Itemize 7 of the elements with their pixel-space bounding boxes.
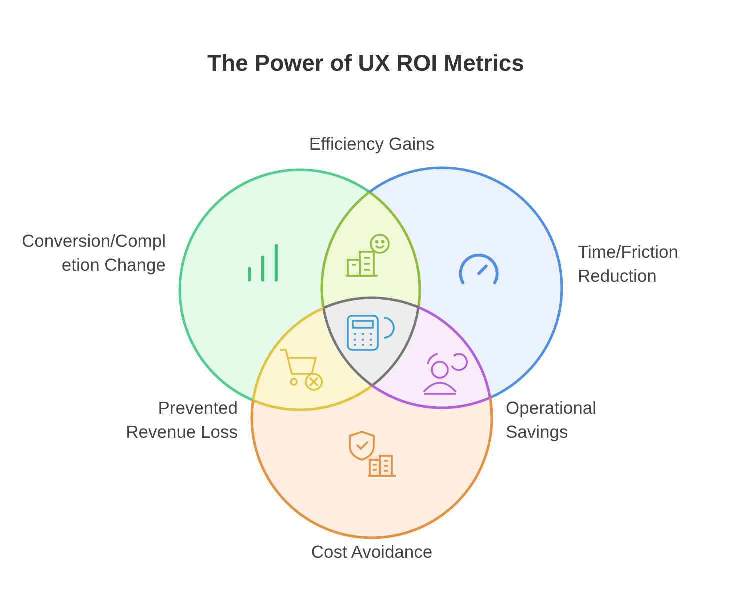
circle-label: Time/Friction Reduction — [578, 241, 680, 288]
circle-label: Conversion/Completion Change — [21, 230, 166, 277]
diagram-title: The Power of UX ROI Metrics — [206, 50, 526, 77]
overlap-label: Efficiency Gains — [308, 133, 436, 156]
overlap-label: Prevented Revenue Loss — [125, 397, 238, 444]
circle-label: Cost Avoidance — [310, 541, 434, 564]
overlap-label: Operational Savings — [506, 397, 598, 444]
